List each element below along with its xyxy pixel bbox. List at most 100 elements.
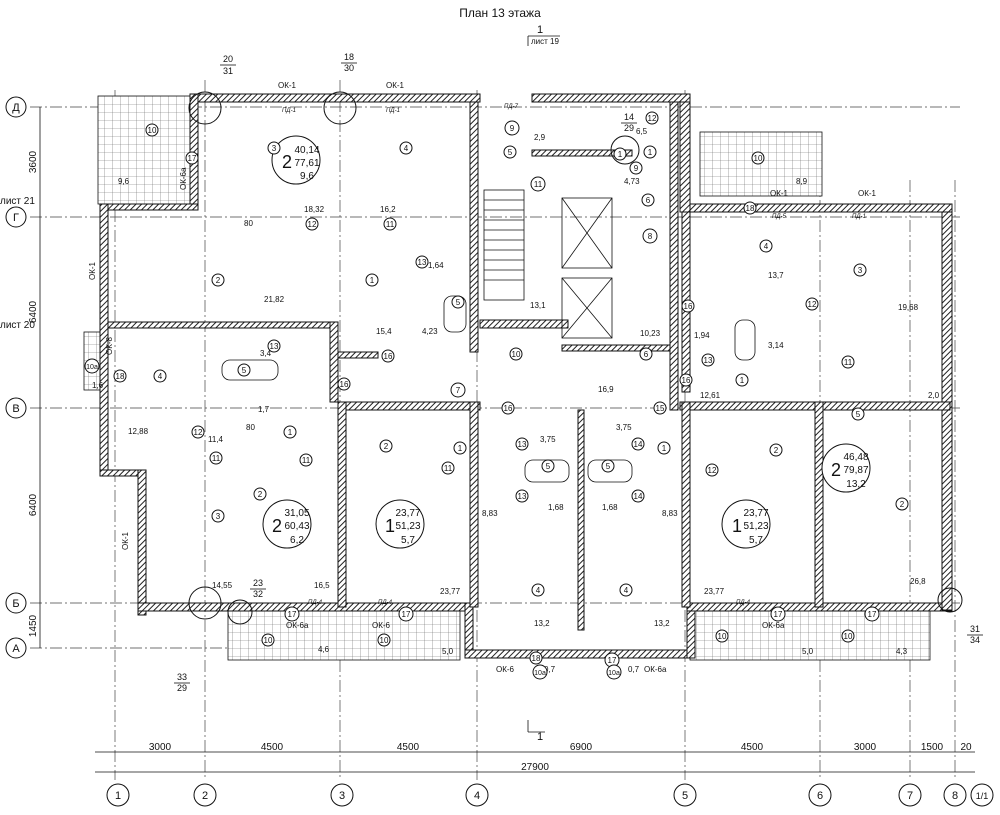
svg-text:12: 12 [648,114,657,123]
svg-text:ОК-1: ОК-1 [88,261,97,280]
svg-text:19,68: 19,68 [898,303,919,312]
svg-text:2,9: 2,9 [534,133,546,142]
svg-text:10: 10 [380,636,389,645]
svg-text:2,0: 2,0 [928,391,940,400]
row-axis-markers: Д Г В Б А [5,96,27,659]
svg-text:18: 18 [116,372,125,381]
svg-text:12: 12 [808,300,817,309]
svg-text:32: 32 [253,589,263,599]
svg-text:16,9: 16,9 [598,385,614,394]
svg-text:2: 2 [282,152,292,172]
svg-text:1: 1 [458,444,463,453]
svg-text:16: 16 [384,352,393,361]
svg-text:ОК-6а: ОК-6а [286,621,309,630]
svg-text:10: 10 [264,636,273,645]
svg-text:ОК-1: ОК-1 [278,81,297,90]
svg-text:1: 1 [648,148,653,157]
svg-text:3,4: 3,4 [260,349,272,358]
svg-text:16: 16 [684,302,693,311]
svg-text:13: 13 [270,342,279,351]
svg-text:3,75: 3,75 [540,435,556,444]
axis-col-label: 6 [817,790,823,802]
svg-text:4: 4 [764,242,769,251]
svg-text:17: 17 [188,154,197,163]
svg-text:3000: 3000 [854,742,877,753]
svg-text:ПД-4: ПД-4 [378,600,393,606]
interior-walls [107,101,951,631]
svg-text:18: 18 [746,204,755,213]
svg-text:77,61: 77,61 [294,158,319,169]
svg-text:10: 10 [148,126,157,135]
svg-text:17: 17 [868,610,877,619]
axis-col-label: 5 [682,790,688,802]
axis-col-label: 7 [907,790,913,802]
svg-text:5: 5 [242,366,247,375]
svg-text:1,6: 1,6 [92,381,104,390]
svg-text:14,55: 14,55 [212,581,233,590]
svg-text:15: 15 [656,404,665,413]
svg-text:3: 3 [858,266,863,275]
svg-text:18,32: 18,32 [304,205,325,214]
svg-text:16: 16 [682,376,691,385]
svg-text:11,4: 11,4 [208,435,224,444]
axis-col-label: 3 [339,790,345,802]
loggias [83,95,931,661]
svg-text:5: 5 [456,298,461,307]
svg-text:5: 5 [508,148,513,157]
svg-text:ПД-4: ПД-4 [308,600,323,606]
svg-text:1,64: 1,64 [428,261,444,270]
svg-text:3: 3 [272,144,277,153]
svg-text:10: 10 [512,350,521,359]
svg-text:4: 4 [536,586,541,595]
svg-text:26,8: 26,8 [910,577,926,586]
svg-text:3600: 3600 [28,150,39,173]
svg-text:31,05: 31,05 [284,508,309,519]
svg-text:ОК-6: ОК-6 [372,621,391,630]
svg-text:ПД-7: ПД-7 [504,104,519,110]
svg-text:ОК-6а: ОК-6а [762,621,785,630]
left-dimensions: 3600 6400 6400 1450 лист 21 лист 20 [0,107,41,648]
svg-text:15,4: 15,4 [376,327,392,336]
svg-text:1500: 1500 [921,742,944,753]
svg-text:4,3: 4,3 [896,647,908,656]
svg-text:13: 13 [418,258,427,267]
svg-text:5: 5 [856,410,861,419]
svg-text:8: 8 [648,232,653,241]
svg-text:60,43: 60,43 [284,521,309,532]
window-labels: ОК-1 ОК-1 ОК-1 ОК-1 ОК-1 ОК-6 ОК-6а ОК-6… [88,81,877,674]
svg-text:ОК-1: ОК-1 [121,531,130,550]
svg-text:17: 17 [288,610,297,619]
svg-text:4500: 4500 [261,742,284,753]
svg-text:ОК-1: ОК-1 [770,189,789,198]
svg-text:11: 11 [386,220,395,229]
svg-text:6400: 6400 [28,300,39,323]
svg-text:80: 80 [246,423,255,432]
svg-text:11: 11 [844,358,853,367]
plan-title: План 13 этажа [459,6,541,20]
svg-text:11: 11 [212,454,221,463]
svg-text:ПД-1: ПД-1 [282,108,296,114]
svg-text:ОК-8: ОК-8 [105,336,114,355]
svg-text:ПД-1: ПД-1 [852,214,866,220]
svg-text:11: 11 [534,180,543,189]
svg-text:1,68: 1,68 [548,503,564,512]
svg-text:6: 6 [644,350,649,359]
svg-text:1: 1 [385,516,395,536]
svg-text:80: 80 [244,219,253,228]
svg-text:5,0: 5,0 [442,647,454,656]
bottom-dimensions: 3000 4500 4500 6900 4500 3000 1500 20 27… [95,742,975,773]
svg-text:лист 19: лист 19 [531,37,559,46]
svg-text:1450: 1450 [28,614,39,637]
lintel-labels: ПД-1 ПД-1 ПД-4 ПД-4 ПД-5 ПД-1 ПД-7 ПД-4 [282,104,866,606]
svg-text:3,14: 3,14 [768,341,784,350]
svg-text:1: 1 [288,428,293,437]
apartment-summary: 2 31,05 60,43 6,2 [262,499,312,549]
axis-row-label: Б [12,598,19,610]
svg-text:14: 14 [624,112,634,122]
apartment-summary: 1 23,77 51,23 5,7 [721,499,771,549]
svg-text:12,88: 12,88 [128,427,149,436]
room-area-labels: 9,6 18,32 16,2 21,82 15,4 4,23 1,64 12,8… [92,127,940,674]
svg-text:10а: 10а [608,670,620,677]
svg-text:1: 1 [618,150,623,159]
